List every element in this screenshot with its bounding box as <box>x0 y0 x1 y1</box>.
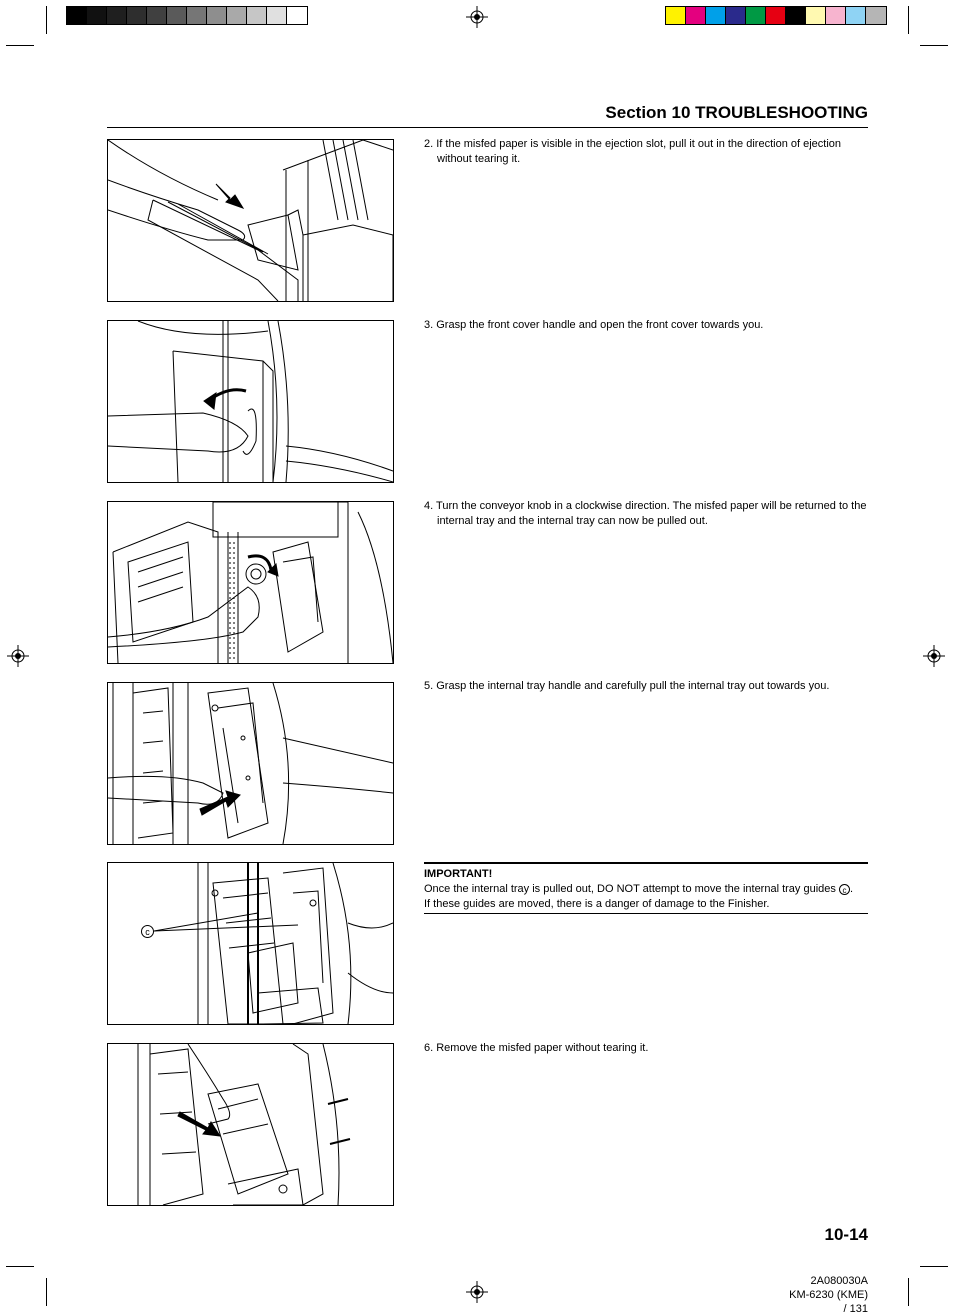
gray-scale-bar <box>66 6 308 25</box>
registration-mark-icon <box>7 645 29 667</box>
color-swatch <box>686 7 706 24</box>
color-swatch <box>806 7 826 24</box>
color-swatch <box>167 7 187 24</box>
crop-mark <box>920 1266 948 1267</box>
figure-remove-misfed-paper <box>107 1043 394 1206</box>
step-3-text: 3. Grasp the front cover handle and open… <box>424 319 764 331</box>
crop-mark <box>920 45 948 46</box>
registration-mark-icon <box>923 645 945 667</box>
registration-mark-icon <box>466 1281 488 1303</box>
color-swatch <box>287 7 307 24</box>
important-text-b: . <box>849 883 854 895</box>
step-5-text: 5. Grasp the internal tray handle and ca… <box>424 680 830 692</box>
color-swatch <box>826 7 846 24</box>
guide-c-mark: c <box>838 883 850 895</box>
color-swatch <box>207 7 227 24</box>
registration-mark-icon <box>466 6 488 28</box>
footer-code: 2A080030A <box>810 1275 869 1287</box>
footer-page: / 131 <box>843 1303 868 1315</box>
color-swatch <box>247 7 267 24</box>
color-swatch <box>746 7 766 24</box>
important-title: IMPORTANT! <box>424 868 493 880</box>
step-4-text: 4. Turn the conveyor knob in a clockwise… <box>424 500 867 527</box>
crop-mark <box>908 6 909 34</box>
color-swatch <box>187 7 207 24</box>
footer: 2A080030A KM-6230 (KME) / 131 <box>789 1274 868 1316</box>
crop-mark <box>908 1278 909 1306</box>
color-swatch <box>706 7 726 24</box>
color-swatch <box>87 7 107 24</box>
color-swatch <box>866 7 886 24</box>
color-swatch <box>267 7 287 24</box>
color-swatch <box>107 7 127 24</box>
color-swatch <box>227 7 247 24</box>
crop-mark <box>46 6 47 34</box>
important-line-1: Once the internal tray is pulled out, DO… <box>424 882 868 897</box>
important-line-2: If these guides are moved, there is a da… <box>424 898 770 910</box>
figure-turn-conveyor-knob <box>107 501 394 664</box>
important-notice: IMPORTANT! Once the internal tray is pul… <box>424 862 868 914</box>
color-swatch <box>846 7 866 24</box>
step-6-text: 6. Remove the misfed paper without teari… <box>424 1042 649 1054</box>
color-swatch <box>127 7 147 24</box>
crop-mark <box>6 45 34 46</box>
section-title: Section 10 TROUBLESHOOTING <box>605 103 868 122</box>
figure-pull-internal-tray <box>107 682 394 845</box>
page-number: 10-14 <box>824 1225 868 1244</box>
color-swatch <box>67 7 87 24</box>
figure-internal-tray-guides: c <box>107 862 394 1025</box>
color-swatch <box>786 7 806 24</box>
process-color-bar <box>665 6 887 25</box>
important-text-a: Once the internal tray is pulled out, DO… <box>424 883 836 895</box>
footer-model: KM-6230 (KME) <box>789 1289 868 1301</box>
step-2-text: 2. If the misfed paper is visible in the… <box>424 138 842 165</box>
callout-c-mark: c <box>141 925 154 938</box>
color-swatch <box>666 7 686 24</box>
figure-open-front-cover <box>107 320 394 483</box>
figure-eject-paper <box>107 139 394 302</box>
header-rule <box>107 127 868 128</box>
color-swatch <box>147 7 167 24</box>
crop-mark <box>46 1278 47 1306</box>
crop-mark <box>6 1266 34 1267</box>
color-swatch <box>766 7 786 24</box>
color-swatch <box>726 7 746 24</box>
